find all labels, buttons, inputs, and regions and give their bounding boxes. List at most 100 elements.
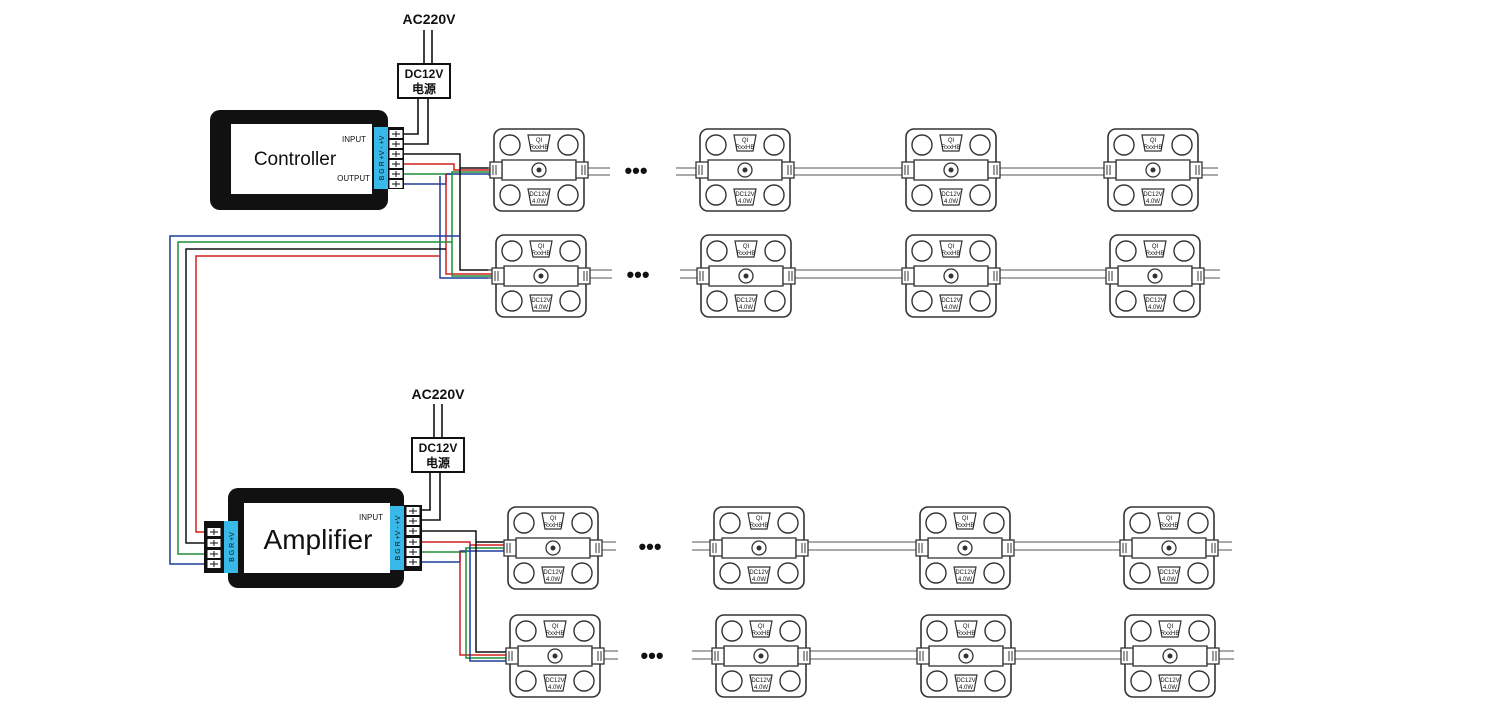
led-rating-line1: DC12V bbox=[956, 678, 975, 684]
led-rating-line2: 4.0W bbox=[739, 305, 753, 311]
power-supply-top: DC12V 电源 bbox=[397, 63, 451, 99]
led-rating-line2: 4.0W bbox=[944, 199, 958, 205]
controller-input-label: INPUT bbox=[342, 135, 366, 144]
power-supply-top-line2: 电源 bbox=[412, 81, 436, 96]
power-supply-bottom: DC12V 电源 bbox=[411, 437, 465, 473]
controller-output-wiring bbox=[404, 153, 492, 279]
led-chip-label-line1: QI bbox=[948, 244, 955, 250]
controller-to-amplifier-cable bbox=[169, 235, 460, 565]
led-chip-label-line1: QI bbox=[1166, 516, 1173, 522]
controller-name: Controller bbox=[254, 149, 337, 170]
led-chip-label-line1: QI bbox=[948, 138, 955, 144]
led-rating-line1: DC12V bbox=[1159, 570, 1178, 576]
led-rating-line1: DC12V bbox=[1145, 298, 1164, 304]
amplifier-output-terminal-labels: B G R +V - +V bbox=[395, 515, 402, 560]
led-rating-line2: 4.0W bbox=[1162, 577, 1176, 583]
led-rating-line1: DC12V bbox=[1160, 678, 1179, 684]
led-rating-line1: DC12V bbox=[543, 570, 562, 576]
led-chip-label-line1: QI bbox=[552, 624, 559, 630]
amplifier-input-terminal-labels: B G R +V bbox=[229, 532, 236, 562]
led-chip-label-line2: RxxHB bbox=[942, 145, 961, 151]
power-supply-bottom-line2: 电源 bbox=[426, 455, 450, 470]
continuation-dots-row-3: ••• bbox=[638, 534, 661, 559]
led-rating-line2: 4.0W bbox=[546, 577, 560, 583]
led-chip-label-line1: QI bbox=[756, 516, 763, 522]
power-supply-top-line1: DC12V bbox=[405, 67, 444, 81]
amplifier: Amplifier INPUT B G R +V B G R +V - +V bbox=[204, 488, 422, 588]
led-rating-line2: 4.0W bbox=[959, 685, 973, 691]
amplifier-input-label: INPUT bbox=[359, 513, 383, 522]
led-rating-line1: DC12V bbox=[955, 570, 974, 576]
led-chip-label-line1: QI bbox=[1167, 624, 1174, 630]
led-rating-line1: DC12V bbox=[736, 298, 755, 304]
led-rating-line1: DC12V bbox=[1143, 192, 1162, 198]
led-chip-label-line2: RxxHB bbox=[737, 251, 756, 257]
ac-supply-label-bottom: AC220V bbox=[412, 386, 466, 402]
led-chip-label-line1: QI bbox=[536, 138, 543, 144]
led-chip-label-line1: QI bbox=[742, 138, 749, 144]
led-chip-label-line2: RxxHB bbox=[1146, 251, 1165, 257]
led-rating-line2: 4.0W bbox=[754, 685, 768, 691]
led-chip-label-line1: QI bbox=[962, 516, 969, 522]
led-rating-line2: 4.0W bbox=[1148, 305, 1162, 311]
led-chip-label-line2: RxxHB bbox=[752, 631, 771, 637]
led-rating-line1: DC12V bbox=[749, 570, 768, 576]
led-chip-label-line2: RxxHB bbox=[942, 251, 961, 257]
led-chip-label-line2: RxxHB bbox=[546, 631, 565, 637]
controller: Controller INPUT OUTPUT B G R +V - +V bbox=[210, 110, 404, 210]
led-chip-label-line1: QI bbox=[1152, 244, 1159, 250]
led-rating-line1: DC12V bbox=[545, 678, 564, 684]
led-rating-line2: 4.0W bbox=[548, 685, 562, 691]
led-chip-label-line2: RxxHB bbox=[544, 523, 563, 529]
led-chip-label-line2: RxxHB bbox=[1160, 523, 1179, 529]
led-rating-line1: DC12V bbox=[531, 298, 550, 304]
led-rating-line2: 4.0W bbox=[534, 305, 548, 311]
led-chip-label-line2: RxxHB bbox=[532, 251, 551, 257]
controller-terminal-labels: B G R +V - +V bbox=[379, 135, 386, 180]
led-chip-label-line2: RxxHB bbox=[1161, 631, 1180, 637]
led-rating-line2: 4.0W bbox=[532, 199, 546, 205]
amplifier-name: Amplifier bbox=[264, 524, 373, 555]
led-rating-line1: DC12V bbox=[735, 192, 754, 198]
led-rating-line2: 4.0W bbox=[944, 305, 958, 311]
led-chip-label-line2: RxxHB bbox=[957, 631, 976, 637]
continuation-dots-row-1: ••• bbox=[624, 158, 647, 183]
led-chip-label-line2: RxxHB bbox=[1144, 145, 1163, 151]
led-rating-line2: 4.0W bbox=[1146, 199, 1160, 205]
led-rating-line2: 4.0W bbox=[738, 199, 752, 205]
led-rating-line1: DC12V bbox=[529, 192, 548, 198]
amplifier-output-wiring bbox=[422, 530, 508, 662]
led-chip-label-line1: QI bbox=[743, 244, 750, 250]
ac-supply-label-top: AC220V bbox=[403, 11, 457, 27]
led-chip-label-line2: RxxHB bbox=[956, 523, 975, 529]
led-chip-label-line1: QI bbox=[550, 516, 557, 522]
led-rating-line1: DC12V bbox=[941, 192, 960, 198]
led-rating-line2: 4.0W bbox=[752, 577, 766, 583]
continuation-dots-row-2: ••• bbox=[626, 262, 649, 287]
power-supply-bottom-line1: DC12V bbox=[419, 441, 458, 455]
led-chip-label-line2: RxxHB bbox=[736, 145, 755, 151]
led-chip-label-line2: RxxHB bbox=[750, 523, 769, 529]
led-rating-line1: DC12V bbox=[941, 298, 960, 304]
led-rating-line2: 4.0W bbox=[958, 577, 972, 583]
led-rating-line2: 4.0W bbox=[1163, 685, 1177, 691]
led-rating-line1: DC12V bbox=[751, 678, 770, 684]
controller-output-label: OUTPUT bbox=[337, 174, 370, 183]
